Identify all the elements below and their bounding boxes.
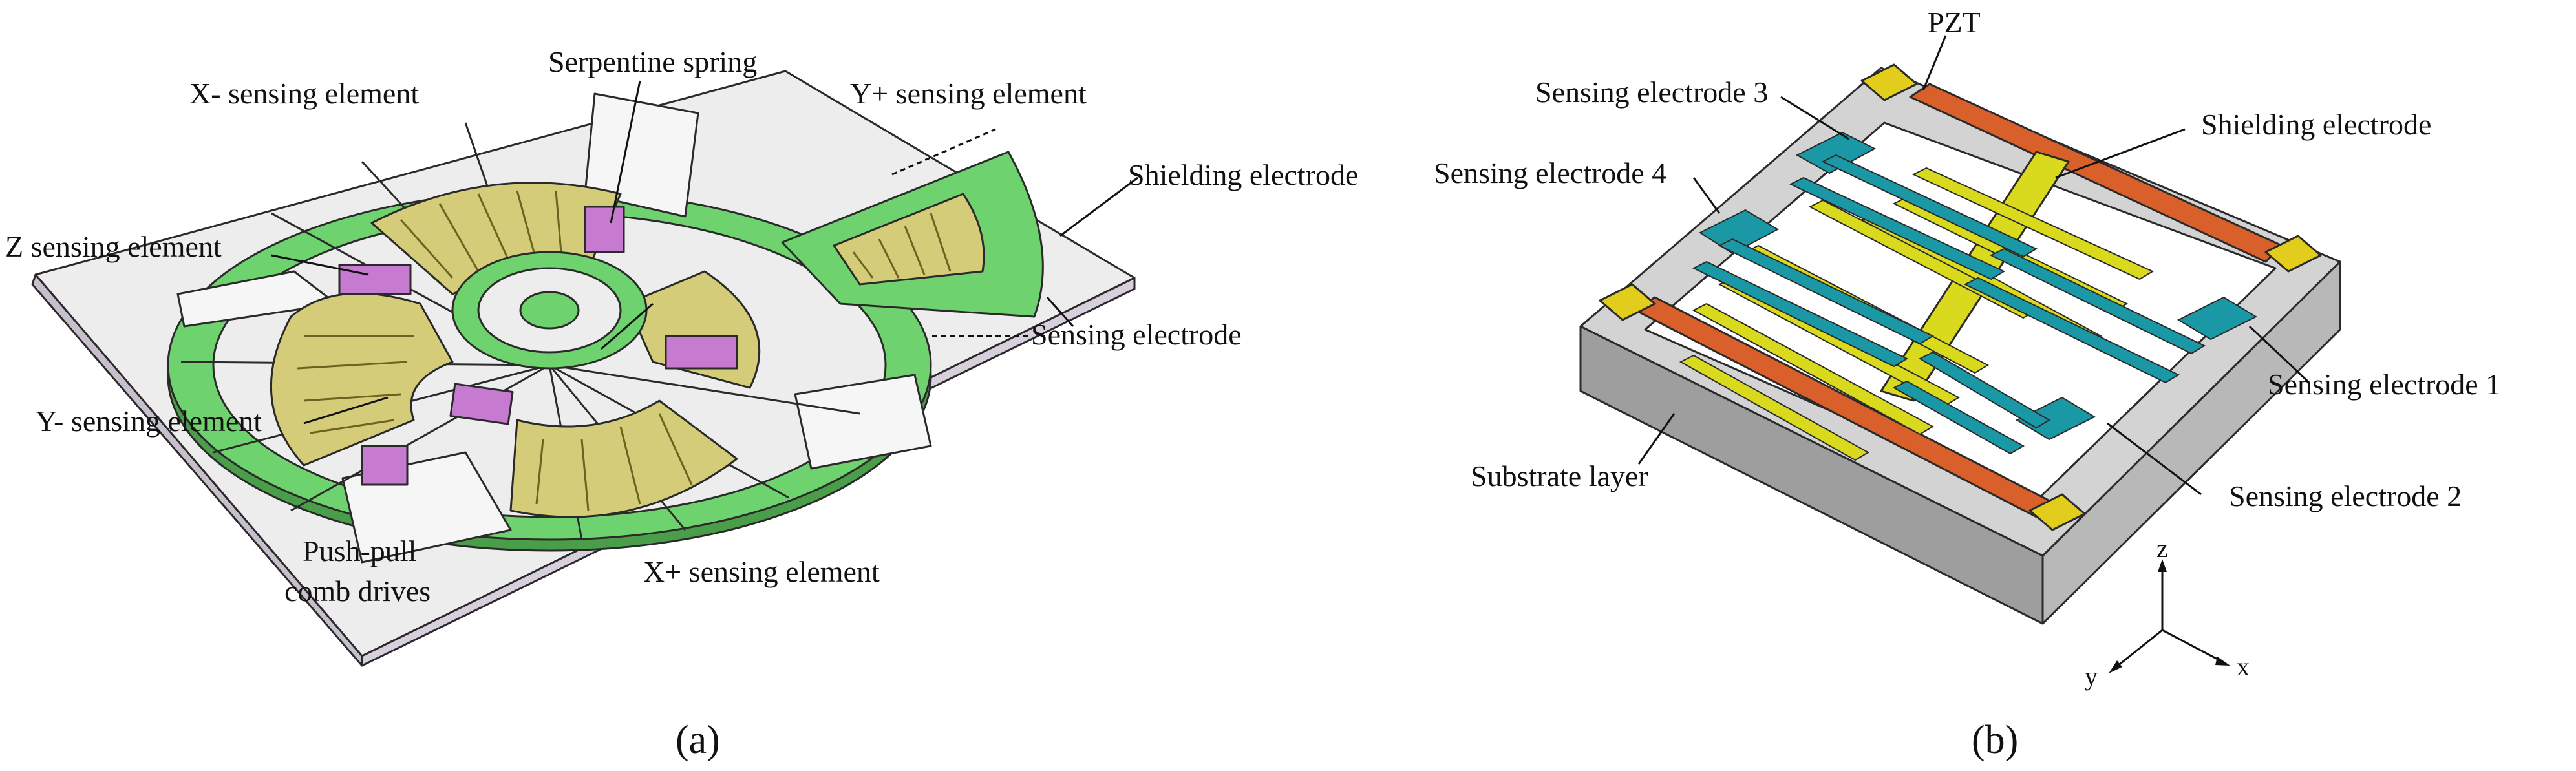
label-x-minus-sensing: X- sensing element	[189, 77, 419, 110]
se2-comb	[2015, 396, 2096, 441]
pad-right	[794, 374, 932, 470]
axis-y-label: y	[2085, 662, 2098, 691]
pad-top	[584, 92, 699, 218]
label-sensing-electrode-2: Sensing electrode 2	[2229, 480, 2462, 512]
spring-1	[584, 206, 625, 253]
label-sensing-electrode-1: Sensing electrode 1	[2268, 368, 2500, 401]
axes-triad: z y x	[2085, 534, 2250, 691]
leader-lines-b	[1637, 35, 2309, 496]
gold-pads	[1599, 63, 2322, 531]
spring-3	[449, 383, 514, 425]
substrate-right-face	[2041, 260, 2341, 625]
y-plus-element	[781, 151, 1044, 318]
pad-right	[2264, 235, 2322, 273]
label-pzt: PZT	[1928, 6, 1981, 39]
comb-sector-bottom	[509, 399, 738, 518]
leader-lines-a	[271, 80, 1138, 425]
label-sensing-electrode-a: Sensing electrode	[1031, 318, 1242, 351]
label-sensing-electrode-3: Sensing electrode 3	[1535, 76, 1768, 109]
panel-a: X- sensing element Serpentine spring Y+ …	[5, 45, 1358, 762]
pad-left	[1599, 283, 1656, 321]
label-serpentine-spring: Serpentine spring	[548, 45, 757, 78]
axis-z-label: z	[2156, 534, 2168, 563]
spring-2	[338, 264, 412, 295]
label-sensing-electrode-4: Sensing electrode 4	[1434, 156, 1666, 189]
label-substrate-layer: Substrate layer	[1471, 459, 1648, 492]
caption-a: (a)	[676, 718, 720, 762]
panel-b: PZT Sensing electrode 3 Shielding electr…	[1434, 6, 2500, 762]
pad-bottom	[2028, 493, 2086, 531]
label-push-pull: Push-pull	[303, 534, 416, 567]
se1-comb	[2177, 296, 2258, 341]
se3-comb	[1795, 131, 1877, 174]
label-comb-drives: comb drives	[284, 575, 431, 607]
label-y-minus-sensing: Y- sensing element	[36, 405, 262, 438]
spring-5	[361, 445, 409, 486]
serpentine-springs	[338, 206, 738, 486]
caption-b: (b)	[1972, 718, 2018, 762]
label-z-sensing: Z sensing element	[5, 230, 222, 263]
label-shielding-electrode-b: Shielding electrode	[2201, 108, 2431, 141]
label-shielding-electrode-a: Shielding electrode	[1128, 158, 1358, 191]
label-y-plus-sensing: Y+ sensing element	[850, 77, 1087, 110]
hub-core	[519, 291, 580, 330]
comb-fingers	[297, 190, 693, 511]
pad-top-left	[1860, 63, 1918, 101]
label-x-plus-sensing: X+ sensing element	[643, 555, 880, 588]
teal-electrodes	[1692, 131, 2258, 455]
axis-x-label: x	[2237, 652, 2250, 681]
y-plus-fingers	[852, 213, 952, 279]
spring-4	[665, 335, 738, 370]
